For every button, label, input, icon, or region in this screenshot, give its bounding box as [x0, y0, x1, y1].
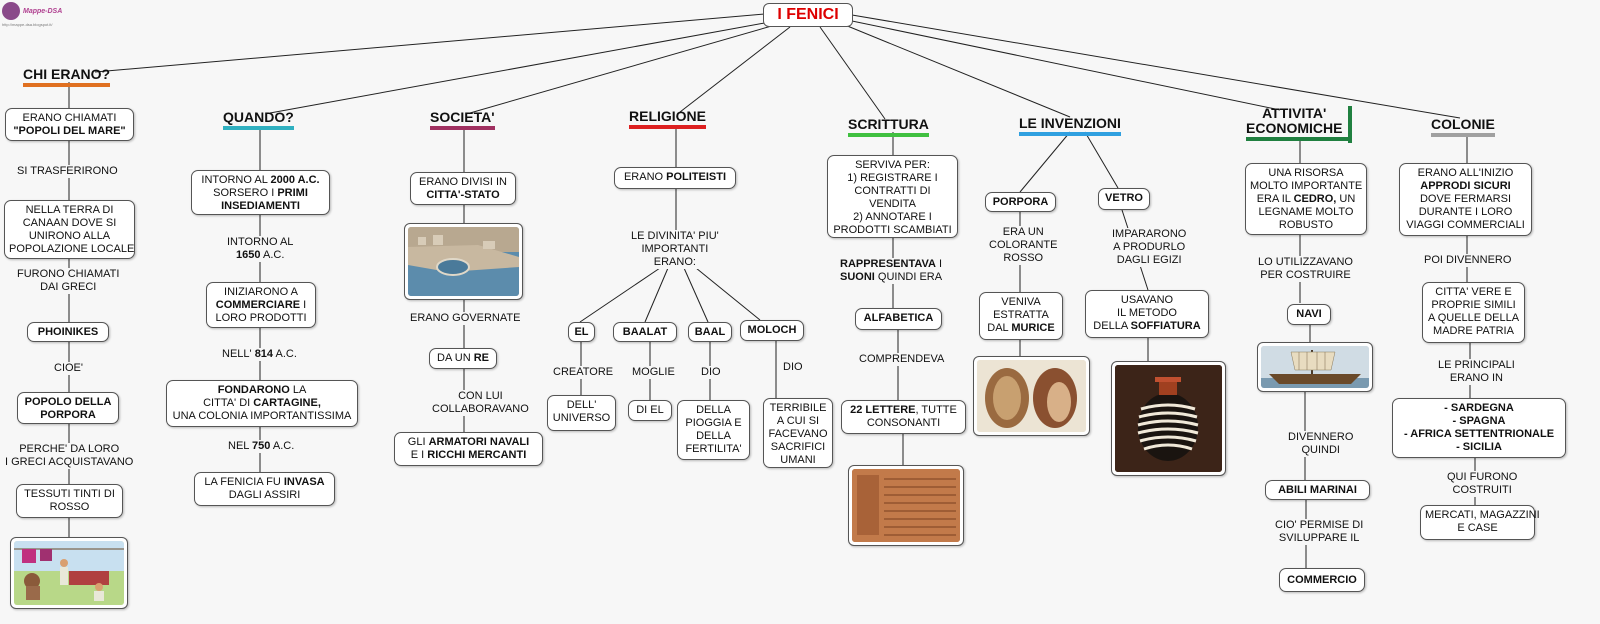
- heading-scrittura: SCRITTURA: [845, 117, 932, 139]
- node-commerciare: INIZIARONO A COMMERCIARE I LORO PRODOTTI: [206, 282, 316, 328]
- label-erano-governate: ERANO GOVERNATE: [408, 312, 523, 325]
- node-politeisti: ERANO POLITEISTI: [614, 167, 736, 189]
- heading-quando: QUANDO?: [220, 110, 297, 132]
- node-invasa-assiri: LA FENICIA FU INVASA DAGLI ASSIRI: [194, 472, 335, 506]
- node-commercio: COMMERCIO: [1279, 568, 1365, 592]
- node-cartagine: FONDARONO LA CITTA' DI CARTAGINE, UNA CO…: [166, 380, 358, 427]
- glass-vase-icon: [1115, 365, 1222, 472]
- heading-colonie: COLONIE: [1428, 117, 1498, 139]
- node-god-baalat: BAALAT: [613, 322, 677, 342]
- label-nel-750: NEL 750 A.C.: [226, 440, 297, 453]
- label-rappresentava-suoni: RAPPRESENTAVA I SUONI QUINDI ERA: [838, 258, 945, 284]
- node-primi-insediamenti: INTORNO AL 2000 A.C. SORSERO I PRIMI INS…: [191, 170, 330, 215]
- heading-societa: SOCIETA': [427, 110, 498, 132]
- label-moglie: MOGLIE: [630, 366, 677, 379]
- label-poi-divennero: POI DIVENNERO: [1422, 254, 1514, 267]
- logo-name: Mappe-DSA: [23, 7, 63, 15]
- node-god-baal: BAAL: [688, 322, 732, 342]
- node-dell-universo: DELL'UNIVERSO: [547, 395, 616, 431]
- image-dyeing-scene: [10, 537, 128, 609]
- heading-attivita-economiche: ATTIVITA'ECONOMICHE: [1243, 106, 1353, 143]
- node-abili-marinai: ABILI MARINAI: [1265, 480, 1370, 500]
- node-colonies-list: - SARDEGNA- SPAGNA- AFRICA SETTENTRIONAL…: [1392, 398, 1566, 458]
- node-di-el: DI EL: [628, 400, 672, 421]
- label-dio-moloch: DIO: [781, 361, 805, 374]
- image-city-harbor: [404, 223, 523, 300]
- node-armatori-mercanti: GLI ARMATORI NAVALI E I RICCHI MERCANTI: [394, 432, 543, 466]
- image-inscription: [848, 465, 964, 546]
- node-god-el: EL: [568, 322, 595, 342]
- logo-url: http://mappe-dsa.blogspot.it/: [2, 22, 53, 27]
- heading-le-invenzioni: LE INVENZIONI: [1016, 116, 1124, 138]
- dyeing-scene-icon: [14, 541, 124, 605]
- image-murex-shells: [973, 356, 1090, 436]
- inscription-tablet-icon: [852, 469, 960, 542]
- brain-logo-icon: [2, 2, 20, 20]
- mappe-dsa-logo: Mappe-DSA http://mappe-dsa.blogspot.it/: [2, 2, 63, 27]
- murex-shell-icon: [977, 360, 1086, 432]
- node-vetro: VETRO: [1098, 188, 1150, 210]
- label-si-trasferirono: SI TRASFERIRONO: [15, 165, 120, 178]
- ship-icon: [1261, 346, 1369, 388]
- node-navi: NAVI: [1287, 304, 1331, 325]
- image-phoenician-ship: [1257, 342, 1373, 392]
- node-porpora: PORPORA: [985, 192, 1056, 212]
- node-god-moloch: MOLOCH: [740, 320, 804, 341]
- map-title: I FENICI: [763, 3, 853, 27]
- node-popoli-del-mare: ERANO CHIAMATI"POPOLI DEL MARE": [5, 108, 134, 141]
- heading-chi-erano: CHI ERANO?: [20, 67, 113, 89]
- label-cioe: CIOE': [52, 362, 85, 375]
- node-22-lettere: 22 LETTERE, TUTTE CONSONANTI: [841, 400, 966, 434]
- label-dio-baal: DIO: [699, 366, 723, 379]
- heading-religione: RELIGIONE: [626, 109, 709, 131]
- city-harbor-icon: [408, 227, 519, 296]
- label-creatore: CREATORE: [551, 366, 616, 379]
- label-comprendeva: COMPRENDEVA: [857, 353, 947, 366]
- node-phoinikes: PHOINIKES: [27, 322, 109, 342]
- label-nell-814: NELL' 814 A.C.: [220, 348, 299, 361]
- node-da-un-re: DA UN RE: [429, 348, 497, 369]
- node-alfabetica: ALFABETICA: [855, 308, 942, 330]
- image-glass-vase: [1111, 361, 1226, 476]
